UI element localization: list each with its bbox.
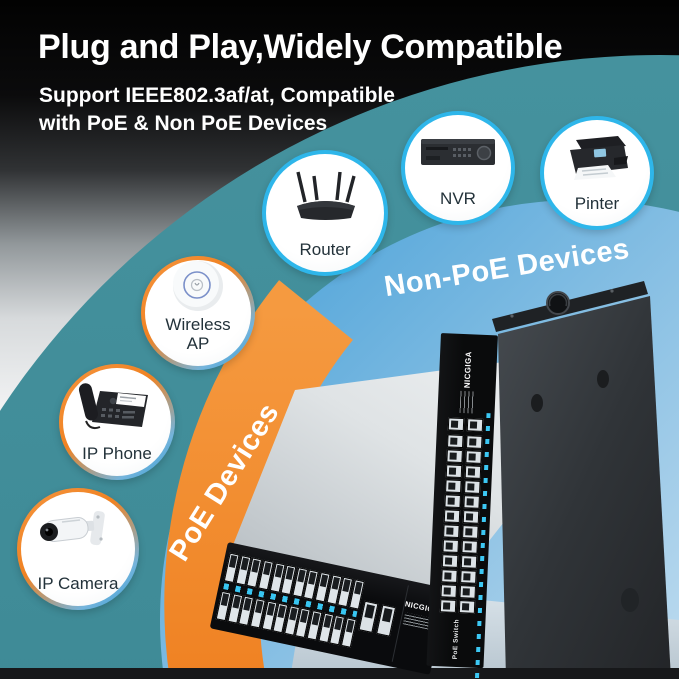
- ip-camera-icon: [21, 492, 135, 574]
- device-circle-router: Router: [262, 150, 388, 276]
- rj45-port: [462, 525, 479, 539]
- uplink-port: [376, 604, 397, 637]
- device-label: Pinter: [574, 193, 620, 213]
- mount-hole: [531, 394, 543, 412]
- rj45-port: [443, 509, 461, 523]
- page-subtitle: Support IEEE802.3af/at, Compatible with …: [39, 82, 395, 137]
- fan-blades: [548, 293, 568, 307]
- wireless-ap-icon: [145, 259, 251, 315]
- rj45-port: [440, 584, 458, 598]
- uplink-port: [466, 418, 484, 432]
- rj45-port: [441, 569, 458, 583]
- mount-hole: [597, 370, 609, 388]
- panel-label: PoE Switch: [451, 618, 461, 660]
- uplink-port: [447, 417, 465, 432]
- rj45-port: [460, 555, 478, 569]
- screw: [610, 289, 614, 293]
- bottom-strip: [0, 668, 679, 679]
- screw: [510, 314, 514, 318]
- device-circle-printer: Pinter: [540, 116, 654, 230]
- nvr-icon: [405, 115, 511, 189]
- mount-hole: [621, 588, 639, 612]
- subtitle-line-1: Support IEEE802.3af/at, Compatible: [39, 84, 395, 107]
- router-icon: [266, 154, 384, 240]
- rj45-port: [444, 494, 461, 509]
- device-label: Wireless AP: [165, 314, 231, 353]
- uplink-port: [358, 600, 379, 633]
- rj45-port: [459, 585, 477, 599]
- device-label: IP Camera: [37, 573, 119, 593]
- subtitle-line-2: with PoE & Non PoE Devices: [39, 111, 328, 135]
- rj45-port: [447, 434, 464, 449]
- rj45-port: [464, 465, 482, 479]
- rj45-port: [441, 554, 459, 568]
- switch-brand-block: NICGIGA: [463, 342, 474, 388]
- rj45-port: [463, 495, 480, 509]
- rj45-port: [443, 524, 460, 538]
- rj45-port: [461, 540, 478, 554]
- device-circle-nvr: NVR: [401, 111, 515, 225]
- rj45-port: [445, 464, 463, 479]
- ip-phone-icon: [63, 368, 171, 444]
- vertical-switch-top: [492, 281, 648, 332]
- rj45-port: [446, 449, 463, 464]
- fan-grille: [546, 291, 570, 315]
- device-label: Router: [299, 239, 351, 259]
- printer-icon: [544, 120, 650, 194]
- rj45-port: [460, 570, 477, 584]
- rj45-port: [464, 480, 481, 494]
- device-circle-wireless-ap: Wireless AP: [141, 256, 255, 370]
- device-circle-ip-camera: IP Camera: [17, 488, 139, 610]
- rj45-port: [442, 539, 459, 553]
- vertical-switch-side: [498, 296, 671, 679]
- orange-arc-band: [164, 280, 354, 679]
- fine-print-lines: [459, 390, 474, 414]
- rj45-port: [465, 435, 483, 449]
- rj45-port: [445, 479, 462, 494]
- switch-port-block: [439, 434, 483, 614]
- rj45-port: [458, 600, 476, 614]
- page-title: Plug and Play,Widely Compatible: [38, 28, 563, 66]
- rj45-port: [462, 510, 480, 524]
- brand-logo: NICGIGA: [462, 350, 474, 389]
- uplink-port-block: [447, 417, 484, 432]
- device-label: IP Phone: [82, 443, 152, 463]
- device-circle-ip-phone: IP Phone: [59, 364, 175, 480]
- rj45-port: [439, 599, 457, 613]
- rj45-port: [465, 450, 482, 464]
- device-label: NVR: [440, 188, 476, 208]
